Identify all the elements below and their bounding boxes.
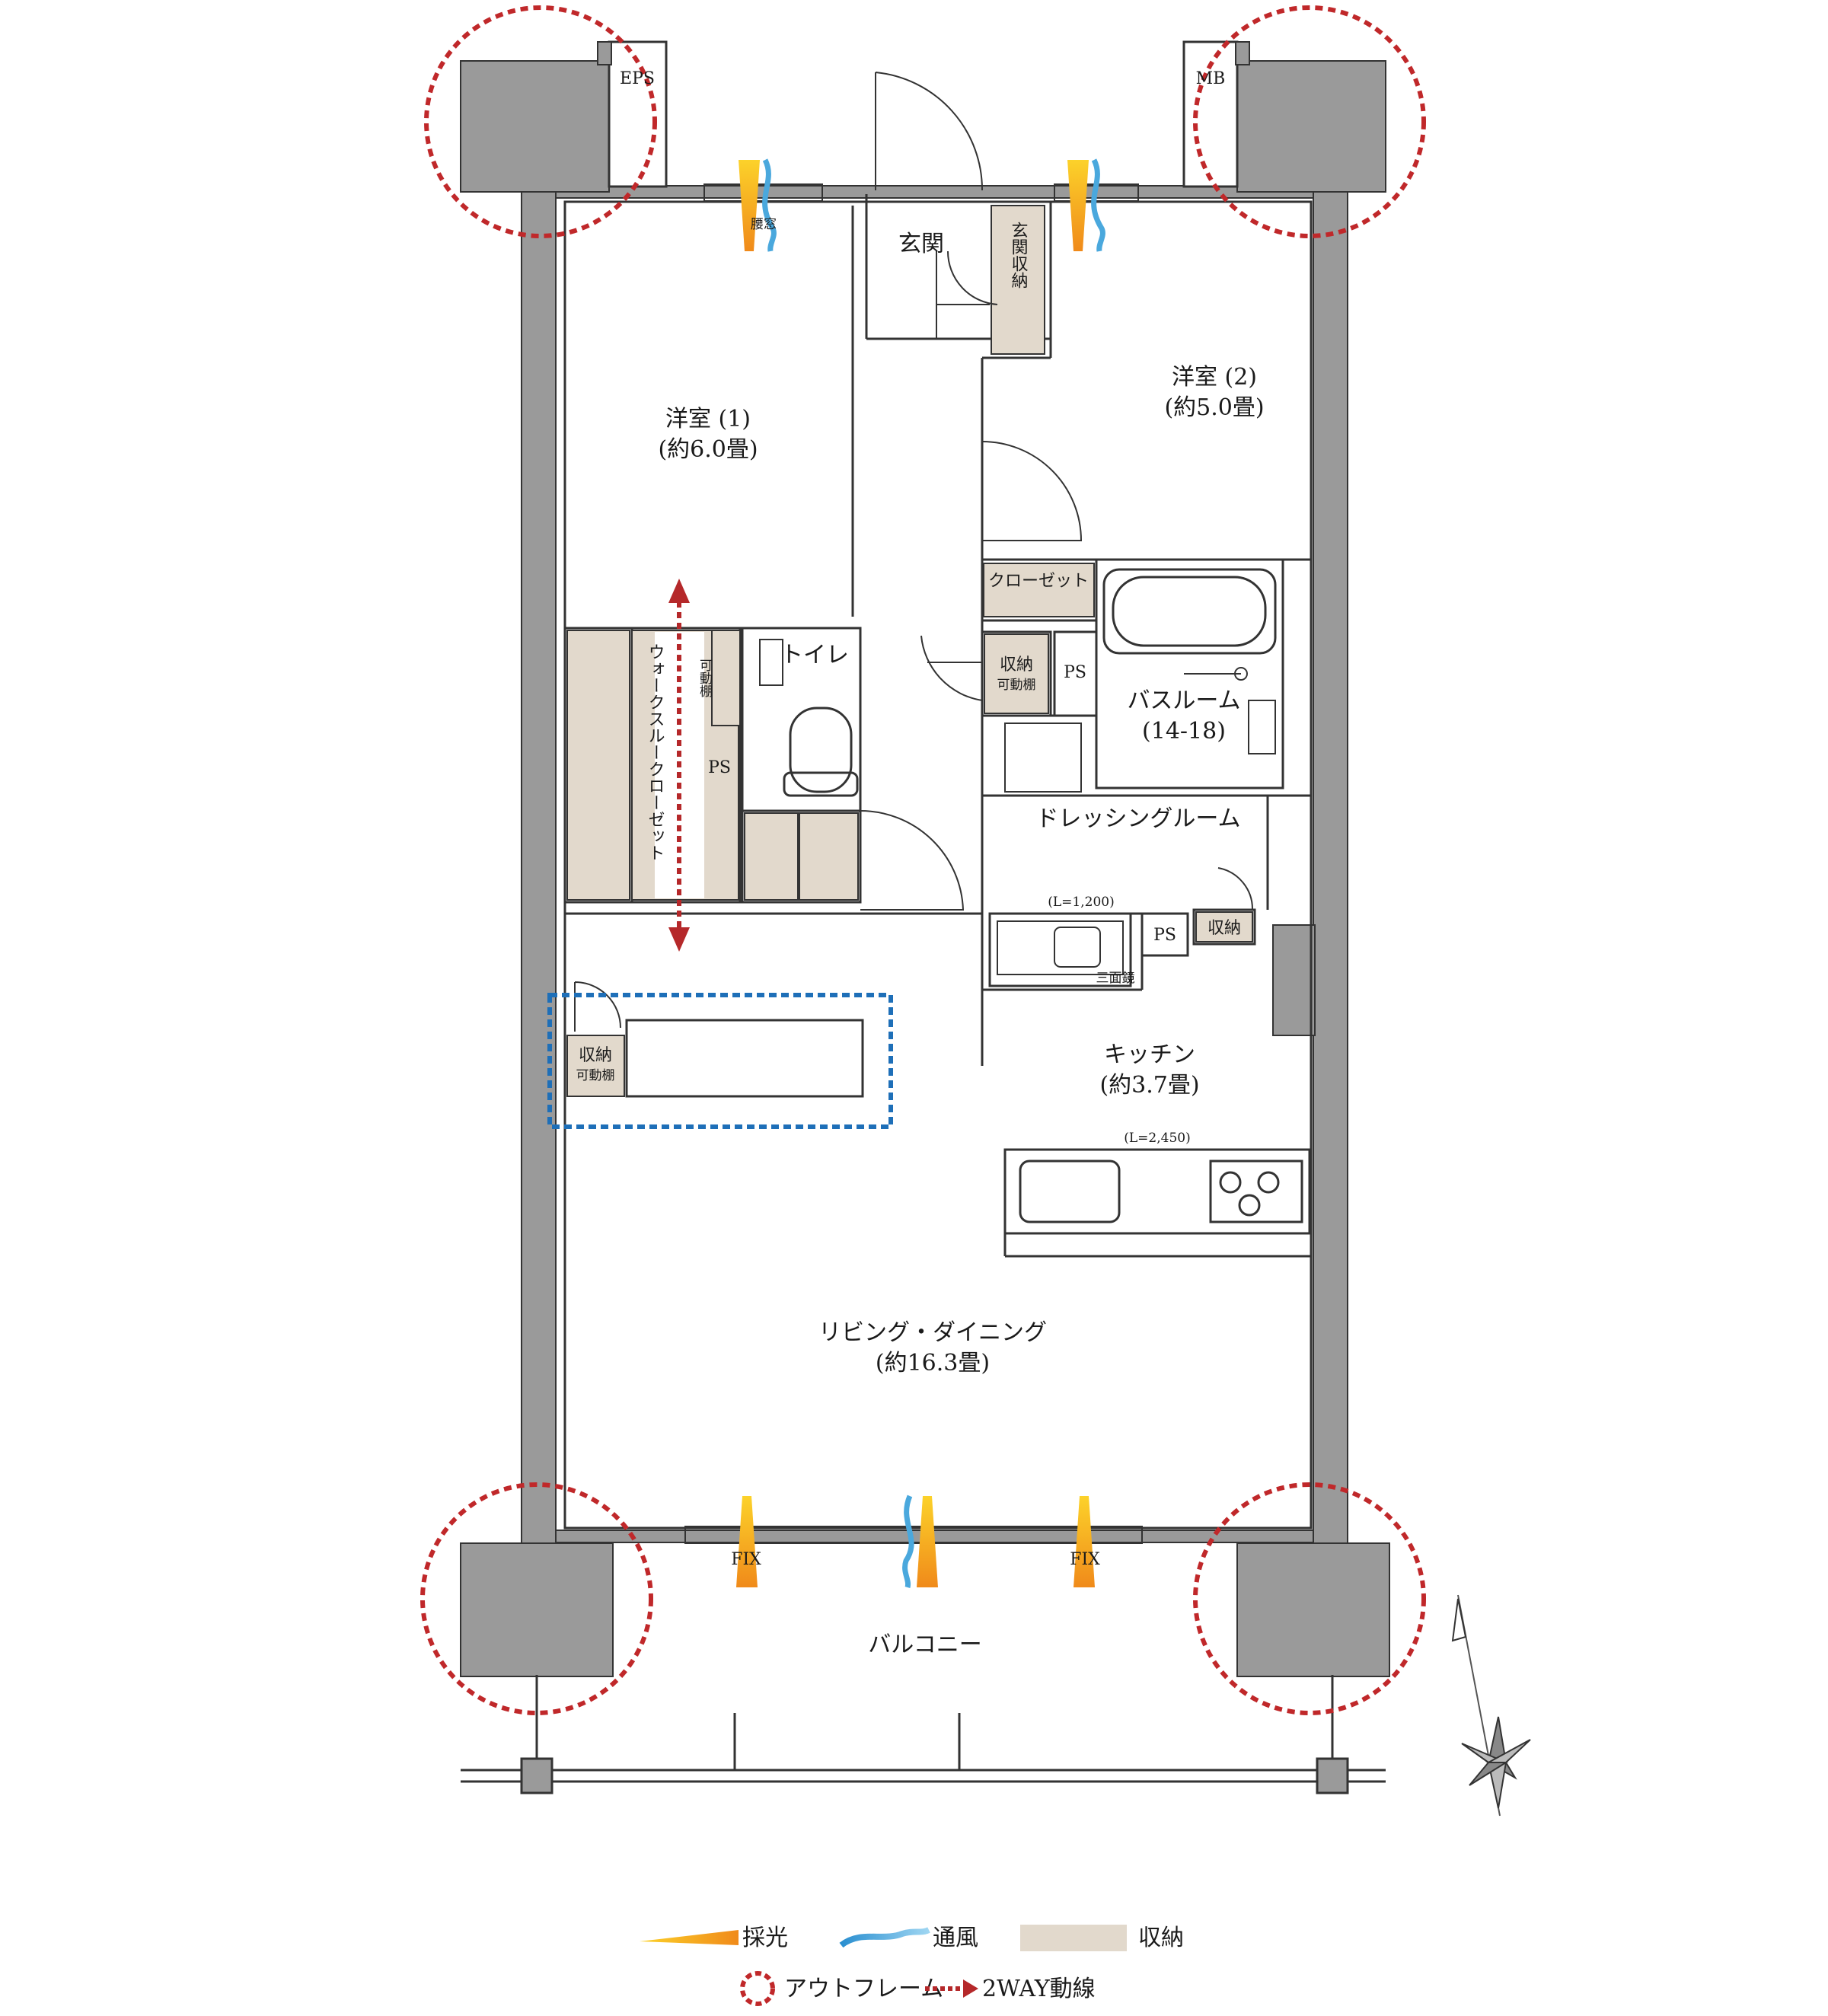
room-labels: 洋室 (1) (約6.0畳) 洋室 (2) (約5.0畳) 玄関 玄関収納 クロ…: [576, 69, 1265, 1658]
bathroom-name: バスルーム: [1127, 687, 1240, 714]
outframe-legend-icon: [740, 1971, 775, 2006]
three-mirror-label: 三面鏡: [1096, 971, 1135, 986]
living-shelf-label: 可動棚: [576, 1068, 615, 1083]
washbasin: [759, 639, 1124, 975]
light-wind-icons: [736, 158, 1105, 1589]
bath-side-shelf-label: 可動棚: [997, 678, 1036, 693]
blue-highlight-box: [547, 993, 893, 1129]
eps-label: EPS: [620, 69, 655, 88]
movable-shelf-closet: [711, 630, 741, 726]
fix-left-label: FIX: [731, 1550, 761, 1569]
outframe-top-left: [424, 5, 657, 238]
legend-ventilation: 通風: [933, 1925, 978, 1951]
bath-side-storage-label: 収納: [1000, 656, 1033, 675]
mb-label: MB: [1196, 69, 1226, 88]
doors: [574, 72, 1254, 1032]
balcony: [461, 1675, 1386, 1794]
western-room-1-name: 洋室 (1): [665, 406, 751, 432]
outframe-circles: [420, 5, 1426, 1715]
legend-light: 採光: [742, 1925, 788, 1951]
dressing-room-label: ドレッシングルーム: [1035, 805, 1240, 832]
wind-legend-icon: [839, 1927, 930, 1948]
legend-two-way: 2WAY動線: [982, 1976, 1096, 2002]
storage-legend-swatch: [1020, 1925, 1127, 1951]
balcony-label: バルコニー: [868, 1632, 981, 1658]
kitchen-length: (L=2,450): [1124, 1131, 1190, 1146]
living-storage: [566, 1035, 625, 1097]
entrance-storage: [991, 205, 1045, 355]
exterior-walls: [460, 40, 1390, 1677]
entrance-label: 玄関: [898, 231, 944, 257]
outframe-top-right: [1193, 5, 1426, 238]
ps-label-toilet: PS: [708, 758, 731, 777]
sink-and-stove: [1019, 1160, 1303, 1223]
kitchen-name: キッチン: [1104, 1041, 1195, 1068]
closet-movable-shelf-label: 可動棚: [697, 659, 713, 698]
pillar-top-right: [1236, 60, 1386, 193]
lower-closet-a: [744, 812, 799, 901]
western-room-2-name: 洋室 (2): [1172, 364, 1257, 391]
legend: 採光 通風 収納 アウトフレーム 2WAY動線: [640, 1925, 1184, 2006]
pillar-bottom-left: [460, 1542, 614, 1677]
western-room-1-area: (約6.0畳): [658, 436, 758, 463]
living-storage-label: 収納: [579, 1046, 612, 1065]
bath-fixture: [1184, 667, 1276, 754]
ps-label-dressing: PS: [1153, 926, 1176, 945]
legend-outframe: アウトフレーム: [784, 1976, 943, 2002]
closet-storage: [983, 563, 1095, 617]
bath-side-storage: [984, 633, 1049, 714]
pillar-bottom-right: [1236, 1542, 1390, 1677]
eps-shaft: [608, 40, 668, 188]
dressing-storage: [1195, 911, 1253, 943]
walk-through-closet-label: ウォークスルークローゼット: [646, 643, 665, 861]
fix-right-label: FIX: [1070, 1550, 1100, 1569]
compass-icon: [1451, 1594, 1531, 1817]
toilet-bowl: [783, 707, 859, 797]
living-name: リビング・ダイニング: [818, 1319, 1047, 1346]
left-wall: [521, 191, 557, 1544]
ps-label-bath: PS: [1064, 663, 1086, 682]
two-way-arrow: [668, 579, 690, 952]
light-legend-icon: [640, 1930, 739, 1945]
legend-storage: 収納: [1138, 1925, 1184, 1951]
western-room-2-area: (約5.0畳): [1164, 394, 1264, 421]
walk-through-left: [566, 630, 630, 901]
bathroom-size: (14-18): [1142, 718, 1226, 745]
toilet-label: トイレ: [780, 642, 849, 668]
bathtub: [1102, 568, 1277, 655]
dressing-storage-label: 収納: [1208, 919, 1241, 938]
kitchen-area: (約3.7畳): [1099, 1072, 1199, 1099]
right-wall: [1313, 191, 1348, 1544]
kitchen-wall-notch: [1272, 924, 1316, 1036]
living-area: (約16.3畳): [876, 1350, 990, 1376]
closet-label: クローゼット: [988, 572, 1089, 591]
outframe-bottom-right: [1193, 1482, 1426, 1715]
outframe-bottom-left: [420, 1482, 653, 1715]
vanity-length: (L=1,200): [1048, 895, 1114, 910]
entrance-storage-label: 玄関収納: [1009, 222, 1029, 289]
pillar-top-left: [460, 60, 610, 193]
waist-window-label: 腰窓: [751, 217, 777, 232]
lower-closet-b: [799, 812, 859, 901]
